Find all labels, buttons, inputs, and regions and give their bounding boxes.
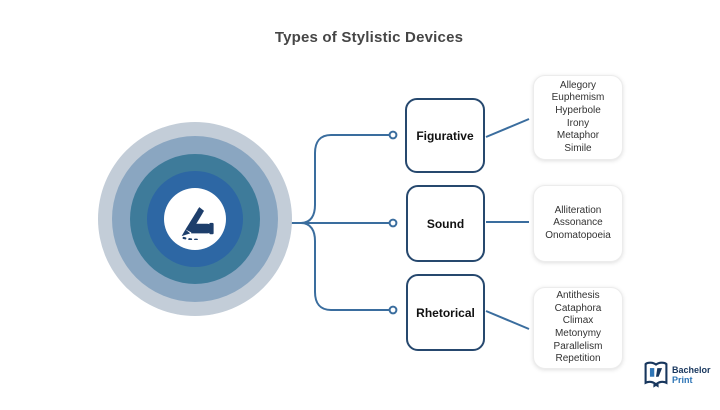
- example-item: Metaphor: [556, 130, 600, 142]
- branch-middle-dot: [388, 218, 398, 228]
- example-item: Climax: [562, 315, 594, 327]
- category-label: Sound: [426, 216, 465, 231]
- example-item: Hyperbole: [555, 104, 601, 116]
- rhetorical-example-link: [485, 310, 530, 330]
- brand-name-bottom: Print: [672, 375, 693, 385]
- example-item: Euphemism: [551, 92, 605, 104]
- example-item: Alliteration: [554, 204, 602, 216]
- brand-logo: Bachelor Print: [643, 360, 711, 390]
- writing-hand-icon: [181, 207, 214, 240]
- category-box-sound: Sound: [406, 185, 485, 262]
- category-box-figurative: Figurative: [405, 98, 485, 173]
- example-item: Irony: [566, 117, 590, 129]
- brand-name-top: Bachelor: [672, 365, 711, 375]
- figurative-example-link: [485, 118, 530, 138]
- example-item: Cataphora: [554, 302, 602, 314]
- example-item: Allegory: [559, 79, 597, 91]
- examples-box-figurative: Allegory Euphemism Hyperbole Irony Metap…: [533, 75, 623, 160]
- example-item: Assonance: [553, 217, 603, 229]
- hub-center: [164, 188, 226, 250]
- example-item: Metonymy: [554, 328, 602, 339]
- open-book-icon: [644, 361, 668, 388]
- example-item: Onomatopoeia: [545, 229, 611, 241]
- branch-bottom-dot: [388, 305, 398, 315]
- page-title: Types of Stylistic Devices: [274, 29, 464, 46]
- example-item: Repetition: [555, 353, 601, 365]
- category-box-rhetorical: Rhetorical: [406, 274, 485, 351]
- examples-box-rhetorical: Antithesis Cataphora Climax Metonymy Par…: [533, 287, 623, 369]
- example-item: Simile: [564, 142, 592, 154]
- category-label: Rhetorical: [416, 305, 475, 320]
- example-item: Antithesis: [556, 290, 600, 302]
- branch-bottom-line: [300, 222, 389, 311]
- category-label: Figurative: [416, 128, 474, 143]
- examples-box-sound: Alliteration Assonance Onomatopoeia: [533, 185, 623, 262]
- example-item: Parallelism: [553, 340, 603, 352]
- branch-top-line: [300, 134, 389, 224]
- branch-top-dot: [388, 130, 398, 140]
